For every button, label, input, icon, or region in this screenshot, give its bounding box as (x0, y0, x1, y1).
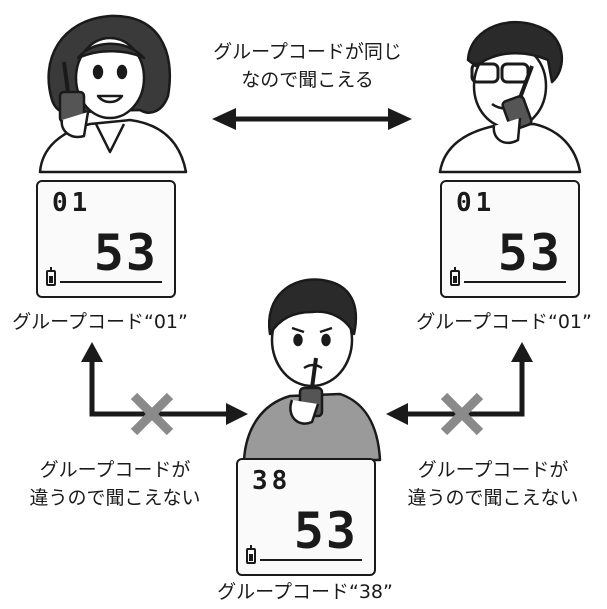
man-illustration (438, 20, 582, 174)
right-connector-arrow (386, 342, 533, 425)
battery-icon (450, 267, 460, 286)
group-code-label-right: グループコード“01” (416, 311, 592, 333)
left-caption-line1: グループコードが (39, 459, 191, 481)
woman-illustration (38, 14, 188, 174)
code-readout: 53 (93, 224, 158, 282)
group-code-label-bottom: グループコード“38” (217, 581, 393, 603)
left-caption-line2: 違うので聞こえない (29, 487, 201, 509)
group-code-label-left: グループコード“01” (12, 311, 188, 333)
cross-icon-right (440, 392, 484, 436)
right-caption-line1: グループコードが (417, 459, 569, 481)
signal-bar (60, 281, 162, 283)
boy-illustration (242, 278, 382, 462)
code-readout: 53 (497, 224, 562, 282)
top-caption-line1: グループコードが同じ (213, 41, 402, 63)
lcd-display-right: 01 53 (440, 180, 580, 298)
cross-icon-left (130, 392, 174, 436)
battery-icon (246, 545, 256, 564)
top-caption-line2: なので聞こえる (241, 69, 374, 91)
left-connector-arrow (81, 342, 248, 425)
channel-readout: 38 (252, 466, 292, 496)
signal-bar (260, 559, 362, 561)
channel-readout: 01 (52, 188, 92, 218)
channel-readout: 01 (456, 188, 496, 218)
signal-bar (464, 281, 566, 283)
battery-icon (46, 267, 56, 286)
lcd-display-bottom: 38 53 (236, 458, 376, 576)
lcd-display-left: 01 53 (36, 180, 176, 298)
double-arrow (212, 108, 412, 130)
right-caption-line2: 違うので聞こえない (407, 487, 579, 509)
code-readout: 53 (293, 502, 358, 560)
